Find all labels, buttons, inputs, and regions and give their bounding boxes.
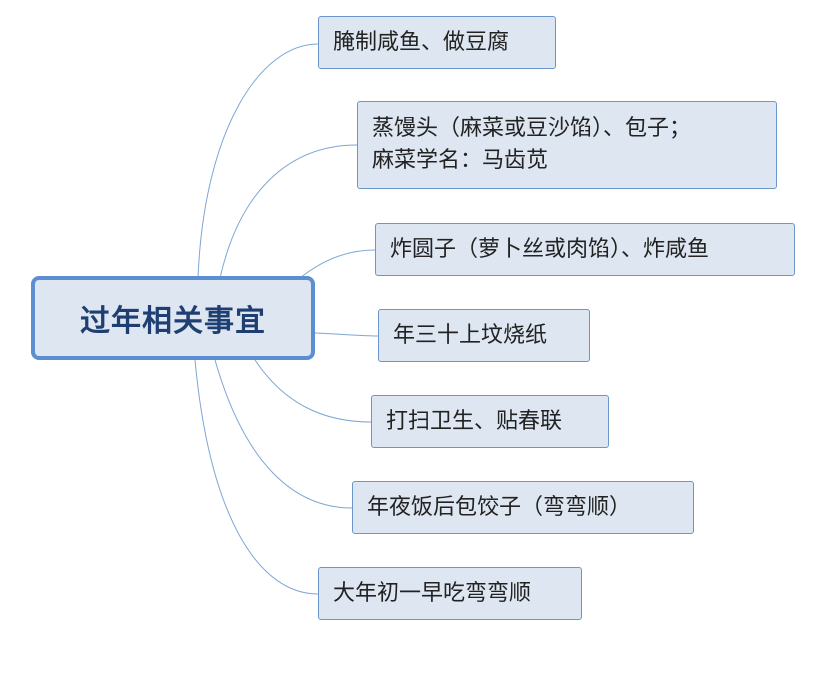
connector-5 [254, 359, 372, 423]
topic-label: 大年初一早吃弯弯顺 [333, 580, 532, 606]
topic-label: 年三十上坟烧纸 [393, 322, 548, 348]
topic-new-years-eve-grave[interactable]: 年三十上坟烧纸 [378, 309, 590, 362]
topic-pickle-fish-tofu[interactable]: 腌制咸鱼、做豆腐 [318, 16, 556, 69]
connector-2 [219, 144, 358, 279]
connector-7 [194, 359, 319, 595]
topic-label: 蒸馒头（麻菜或豆沙馅）、包子； [372, 116, 692, 141]
topic-fried-balls[interactable]: 炸圆子（萝卜丝或肉馅）、炸咸鱼 [375, 223, 795, 276]
connector-1 [197, 43, 319, 279]
root-topic[interactable]: 过年相关事宜 [31, 276, 315, 360]
topic-label: 打扫卫生、贴春联 [386, 408, 563, 434]
connector-4 [314, 332, 379, 337]
topic-label-line-2: 麻菜学名：马齿苋 [372, 148, 549, 173]
topic-new-years-day-breakfast[interactable]: 大年初一早吃弯弯顺 [318, 567, 582, 620]
root-topic-label: 过年相关事宜 [80, 304, 266, 339]
topic-label: 年夜饭后包饺子（弯弯顺） [367, 494, 632, 520]
topic-steamed-buns[interactable]: 蒸馒头（麻菜或豆沙馅）、包子； 麻菜学名：马齿苋 [357, 101, 777, 189]
topic-dumplings[interactable]: 年夜饭后包饺子（弯弯顺） [352, 481, 694, 534]
connector-3 [299, 249, 376, 279]
connector-6 [214, 359, 353, 509]
topic-cleaning-couplets[interactable]: 打扫卫生、贴春联 [371, 395, 609, 448]
topic-label: 腌制咸鱼、做豆腐 [333, 29, 510, 55]
topic-label: 炸圆子（萝卜丝或肉馅）、炸咸鱼 [390, 236, 710, 262]
